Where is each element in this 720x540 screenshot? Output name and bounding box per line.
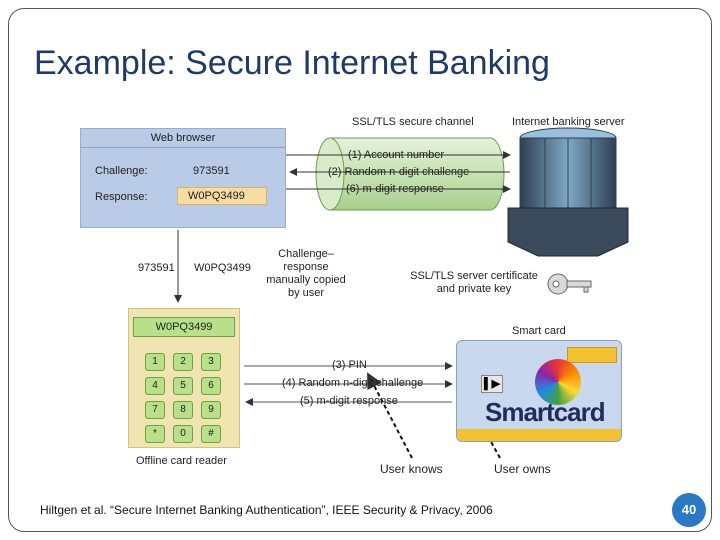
response-field[interactable]: W0PQ3499 xyxy=(177,187,267,205)
card-footer-band xyxy=(457,429,621,441)
reader-key[interactable]: 7 xyxy=(145,401,165,419)
user-owns-label: User owns xyxy=(494,462,551,476)
card-orb-graphic xyxy=(535,359,581,405)
card-msg-5: (5) m-digit response xyxy=(300,395,398,407)
challenge-value: 973591 xyxy=(193,165,230,177)
slide-title: Example: Secure Internet Banking xyxy=(34,44,550,82)
card-msg-4: (4) Random n-digit challenge xyxy=(282,377,424,389)
response-label: Response: xyxy=(95,191,148,203)
browser-divider xyxy=(81,147,285,148)
reader-key[interactable]: * xyxy=(145,425,165,443)
manual-copy-note-2: manually copied xyxy=(266,274,346,286)
reader-caption: Offline card reader xyxy=(136,455,227,467)
channel-title: SSL/TLS secure channel xyxy=(352,116,474,128)
web-browser-panel: Web browser Challenge: 973591 Response: … xyxy=(80,128,286,228)
card-brand: Smartcard xyxy=(485,397,606,427)
key-icon xyxy=(547,273,592,295)
card-chip: ▌▶ xyxy=(481,375,503,393)
manual-copy-note-3: by user xyxy=(287,287,325,299)
cert-note-2: and private key xyxy=(436,283,512,295)
cert-note-1: SSL/TLS server certificate xyxy=(410,270,538,282)
smartcard-icon: ▌▶ Smartcard xyxy=(456,340,622,442)
card-stripe xyxy=(567,347,617,363)
manual-copy-note-1: Challenge–response xyxy=(278,248,334,273)
reader-key[interactable]: 5 xyxy=(173,377,193,395)
channel-msg-6: (6) m-digit response xyxy=(346,183,444,195)
reader-key[interactable]: 2 xyxy=(173,353,193,371)
reader-screen: W0PQ3499 xyxy=(133,317,235,337)
user-knows-label: User knows xyxy=(380,462,443,476)
copy-response: W0PQ3499 xyxy=(194,262,251,274)
server-title: Internet banking server xyxy=(512,116,625,128)
channel-msg-2: (2) Random n-digit challenge xyxy=(328,166,470,178)
reader-key[interactable]: 9 xyxy=(201,401,221,419)
reader-key[interactable]: 8 xyxy=(173,401,193,419)
server-icon xyxy=(507,127,629,257)
browser-title: Web browser xyxy=(150,132,216,144)
reader-key[interactable]: 4 xyxy=(145,377,165,395)
smartcard-title: Smart card xyxy=(512,325,566,337)
user-knows-arrow xyxy=(367,372,413,459)
manual-copy-note: Challenge–response manually copied by us… xyxy=(256,248,356,300)
challenge-label: Challenge: xyxy=(95,165,148,177)
reader-key[interactable]: 3 xyxy=(201,353,221,371)
card-msg-3: (3) PIN xyxy=(332,359,367,371)
reader-key[interactable]: 6 xyxy=(201,377,221,395)
slide-frame xyxy=(8,8,712,532)
citation: Hiltgen et al. “Secure Internet Banking … xyxy=(40,503,493,517)
reader-key[interactable]: # xyxy=(201,425,221,443)
channel-msg-1: (1) Account number xyxy=(348,149,444,161)
reader-key[interactable]: 1 xyxy=(145,353,165,371)
copy-challenge: 973591 xyxy=(138,262,175,274)
card-reader-icon: W0PQ3499 1 2 3 4 5 6 7 8 9 * 0 # xyxy=(128,308,240,448)
cert-note: SSL/TLS server certificate and private k… xyxy=(404,270,544,296)
secure-channel-tube xyxy=(315,137,505,211)
reader-key[interactable]: 0 xyxy=(173,425,193,443)
page-number-badge: 40 xyxy=(672,493,706,527)
